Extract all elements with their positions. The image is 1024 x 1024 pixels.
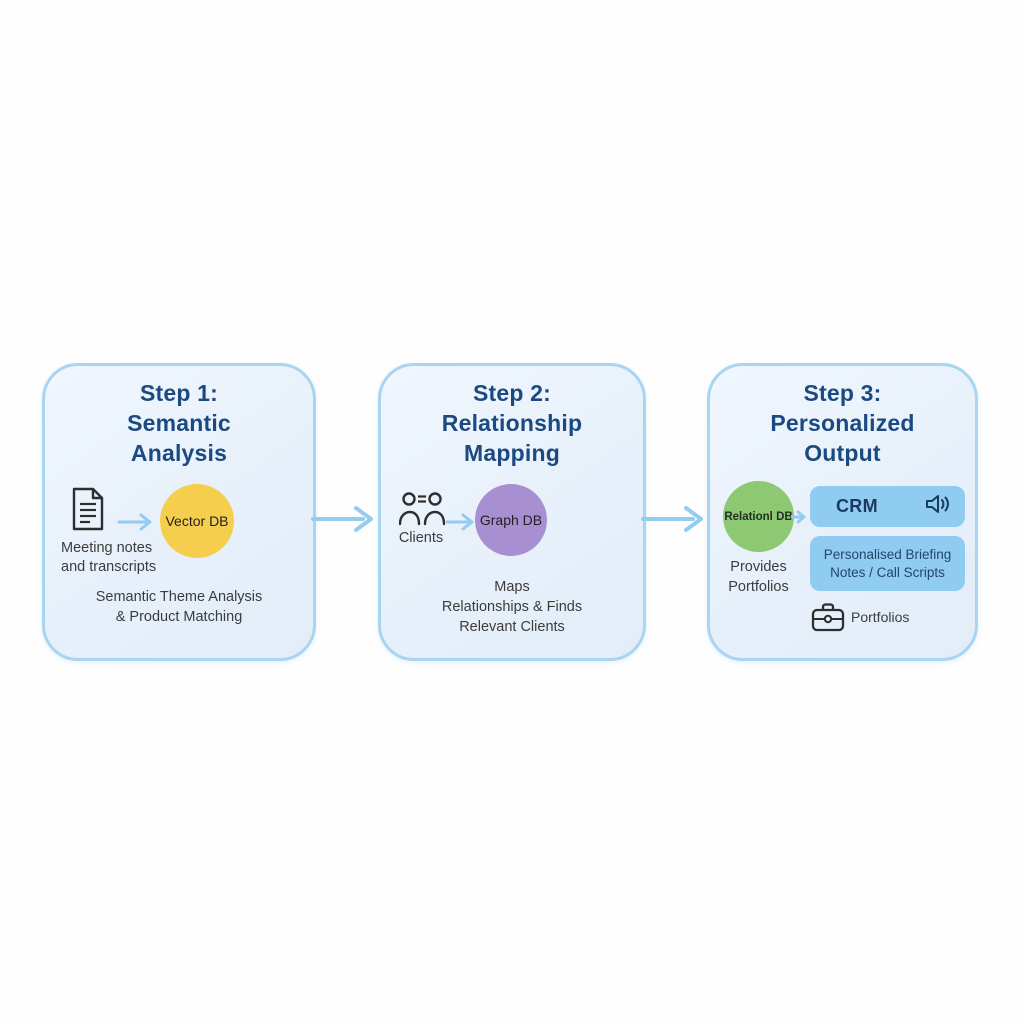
step-3-card: Step 3: Personalized Output Relationl DB… — [707, 363, 978, 661]
vector-db-circle: Vector DB — [160, 484, 234, 558]
step-3-inner-arrow-icon — [790, 510, 808, 529]
step-3-title: Step 3: Personalized Output — [770, 380, 915, 466]
document-icon — [69, 486, 107, 538]
step-1-source-label: Meeting notes and transcripts — [61, 540, 157, 575]
crm-label: CRM — [836, 496, 878, 516]
flow-arrow-step1-to-step2-icon — [311, 504, 377, 539]
crm-output-box: CRM — [810, 486, 965, 527]
step-1-title: Step 1: Semantic Analysis — [127, 380, 231, 466]
clients-icon — [398, 490, 446, 533]
step-2-title: Step 2: Relationship Mapping — [441, 380, 583, 466]
step-1-card: Step 1: Semantic Analysis Vector DB Meet… — [42, 363, 316, 661]
step-2-description: Maps Relationships & Finds Relevant Clie… — [441, 579, 583, 635]
portfolios-label: Portfolios — [851, 609, 910, 625]
step-2-inner-arrow-icon — [445, 512, 477, 537]
step-1-inner-arrow-icon — [117, 512, 155, 537]
relational-db-circle: Relationl DB — [723, 481, 794, 552]
relational-db-caption: Provides Portfolios — [728, 559, 789, 595]
briefcase-icon — [811, 602, 845, 637]
step-2-source-label: Clients — [398, 530, 444, 546]
briefing-output-box: Personalised Briefing Notes / Call Scrip… — [810, 536, 965, 591]
graph-db-label: Graph DB — [479, 512, 543, 528]
vector-db-label: Vector DB — [165, 513, 229, 529]
relational-db-label: Relationl DB — [724, 510, 793, 523]
briefing-label: Personalised Briefing Notes / Call Scrip… — [823, 546, 952, 580]
speaker-icon — [925, 493, 951, 520]
step-2-card: Step 2: Relationship Mapping Graph DB Cl… — [378, 363, 646, 661]
flow-arrow-step2-to-step3-icon — [641, 504, 707, 539]
step-1-description: Semantic Theme Analysis & Product Matchi… — [95, 589, 263, 625]
graph-db-circle: Graph DB — [475, 484, 547, 556]
